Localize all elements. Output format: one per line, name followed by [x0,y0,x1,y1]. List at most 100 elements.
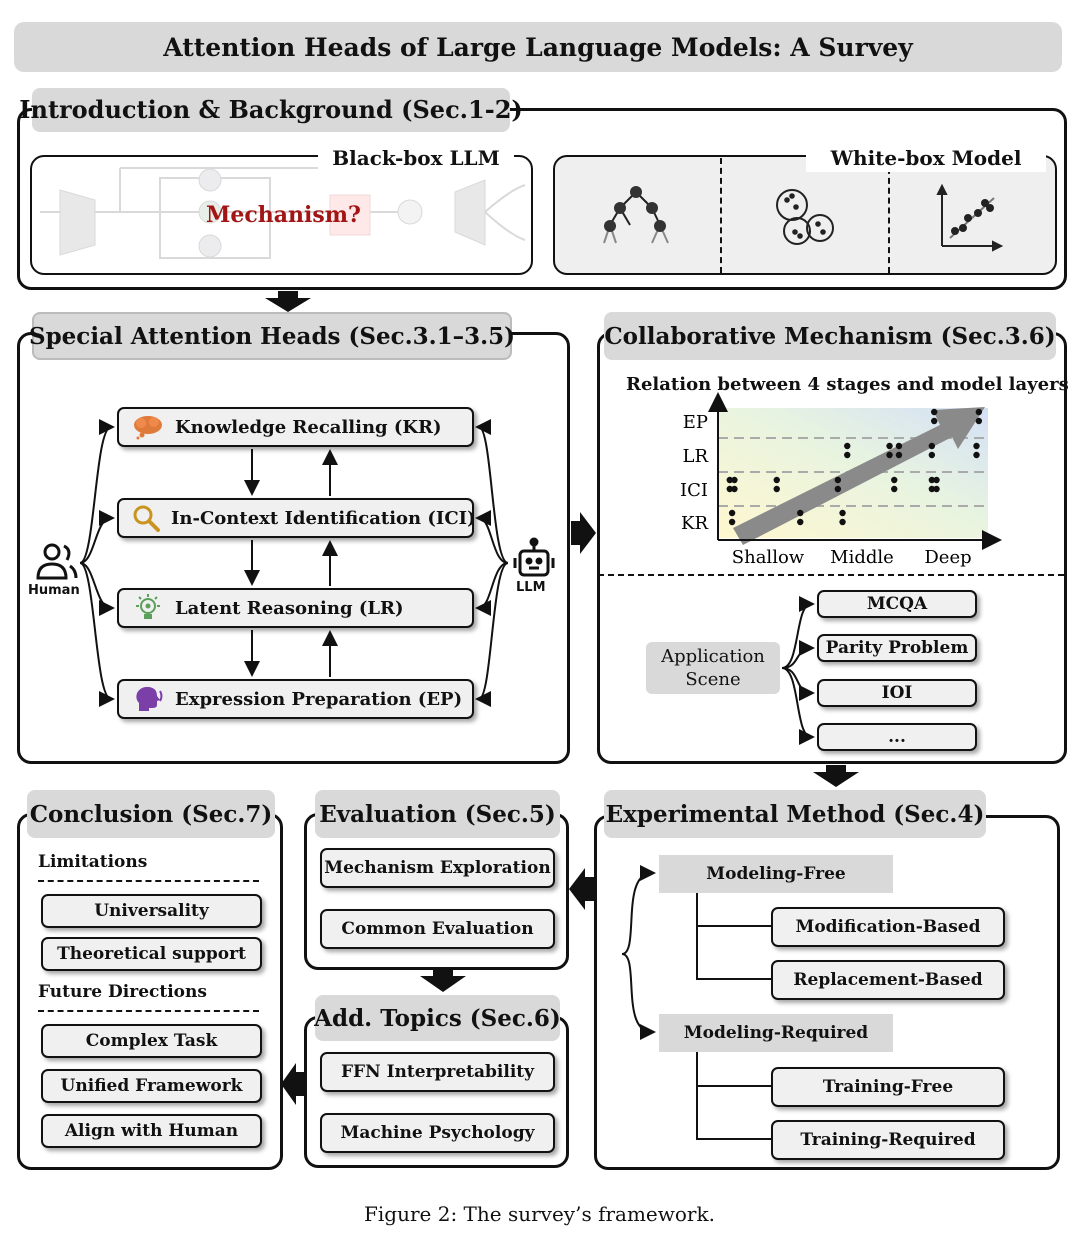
complex-task-button[interactable]: Complex Task [41,1024,262,1058]
machine-psychology-button[interactable]: Machine Psychology [320,1113,555,1153]
clusters-icon [776,189,834,245]
chart-point [726,485,733,493]
chart-point [731,485,738,493]
black-box-label: Black-box LLM [318,144,514,172]
limitations-divider [38,880,259,882]
modeling-required-label: Modeling-Required [659,1014,893,1052]
collab-header: Collaborative Mechanism (Sec.3.6) [604,312,1056,360]
chart-point [728,509,736,517]
chart-point [975,417,983,425]
chart-title: Relation between 4 stages and model laye… [626,374,1069,395]
human-icon [36,543,78,580]
white-box-label: White-box Model [806,144,1046,172]
chart-point [933,485,940,493]
white-box-icons [603,183,1004,252]
regression-icon [936,183,1004,252]
x-tick-label: Shallow [732,547,805,568]
black-box-panel [30,155,533,275]
special-heads-header: Special Attention Heads (Sec.3.1–3.5) [29,312,515,360]
conclusion-section [17,813,283,1170]
chart-point [839,518,846,526]
evaluation-header: Evaluation (Sec.5) [315,790,560,838]
y-tick-label: ICI [680,480,708,501]
chart-point [844,442,851,450]
mechanism-label: Mechanism? [206,202,361,228]
mechanism-exploration-button[interactable]: Mechanism Exploration [320,848,555,888]
chart-point [834,485,842,493]
lightbulb-icon [131,594,165,622]
application-line-1: Application [661,645,765,667]
chart-point [773,485,780,493]
chart-point [895,451,903,459]
chart-point [928,476,936,484]
x-tick-label: Deep [924,547,971,568]
future-directions-label: Future Directions [38,982,207,1002]
chart-point [886,451,893,459]
chart-point [797,518,804,526]
chart-point [931,417,938,425]
modeling-free-label: Modeling-Free [659,855,893,893]
training-free-button[interactable]: Training-Free [771,1067,1005,1107]
unified-framework-button[interactable]: Unified Framework [41,1069,262,1103]
addtopics-header: Add. Topics (Sec.6) [314,995,561,1041]
chart-point [928,485,936,493]
black-box-llm-diagram [40,167,526,259]
chart-point [844,451,851,459]
replacement-based-button[interactable]: Replacement-Based [771,960,1005,1000]
head-knowledge-recalling[interactable]: Knowledge Recalling (KR) [117,407,474,447]
trend-arrow [733,407,985,545]
head-label: Knowledge Recalling (KR) [175,416,442,438]
y-tick-label: LR [682,446,708,467]
head-latent-reasoning[interactable]: Latent Reasoning (LR) [117,588,474,628]
white-box-panel [553,155,1057,275]
chart-point [726,476,733,484]
speaking-head-icon [131,685,165,713]
chart-point [728,518,736,526]
chart-point [834,476,842,484]
ffn-interpretability-button[interactable]: FFN Interpretability [320,1052,555,1092]
app-mcqa[interactable]: MCQA [817,590,977,618]
align-with-human-button[interactable]: Align with Human [41,1114,262,1148]
collab-divider [598,574,1064,576]
universality-button[interactable]: Universality [41,894,262,928]
chart-point [839,509,846,517]
x-tick-label: Middle [830,547,894,568]
head-label: Latent Reasoning (LR) [175,597,404,619]
white-box-divider [720,158,722,273]
chart-point [973,451,980,459]
chart-point [895,442,903,450]
conclusion-header: Conclusion (Sec.7) [27,790,275,838]
chart-point [928,451,936,459]
chart-point [886,442,893,450]
chart-point [797,509,804,517]
training-required-button[interactable]: Training-Required [771,1120,1005,1160]
llm-label: LLM [516,580,546,595]
figure-caption: Figure 2: The survey’s framework. [364,1202,715,1226]
head-label: In-Context Identification (ICI) [171,507,476,529]
app-ioi[interactable]: IOI [817,679,977,707]
theoretical-support-button[interactable]: Theoretical support [41,937,262,971]
head-in-context-identification[interactable]: In-Context Identification (ICI) [117,498,476,538]
page-title: Attention Heads of Large Language Models… [14,22,1062,72]
decision-tree-icon [603,186,669,244]
chart-point [891,485,898,493]
chart-point [731,476,738,484]
intro-header: Introduction & Background (Sec.1-2) [19,88,523,132]
brain-cloud-icon [131,413,165,441]
common-evaluation-button[interactable]: Common Evaluation [320,909,555,949]
experimental-header: Experimental Method (Sec.4) [604,790,986,838]
app-parity-problem[interactable]: Parity Problem [817,634,977,662]
app-more[interactable]: ... [817,723,977,751]
chart-point [773,476,780,484]
head-label: Expression Preparation (EP) [175,688,463,710]
modification-based-button[interactable]: Modification-Based [771,907,1005,947]
y-tick-label: EP [683,412,708,433]
head-expression-preparation[interactable]: Expression Preparation (EP) [117,679,474,719]
